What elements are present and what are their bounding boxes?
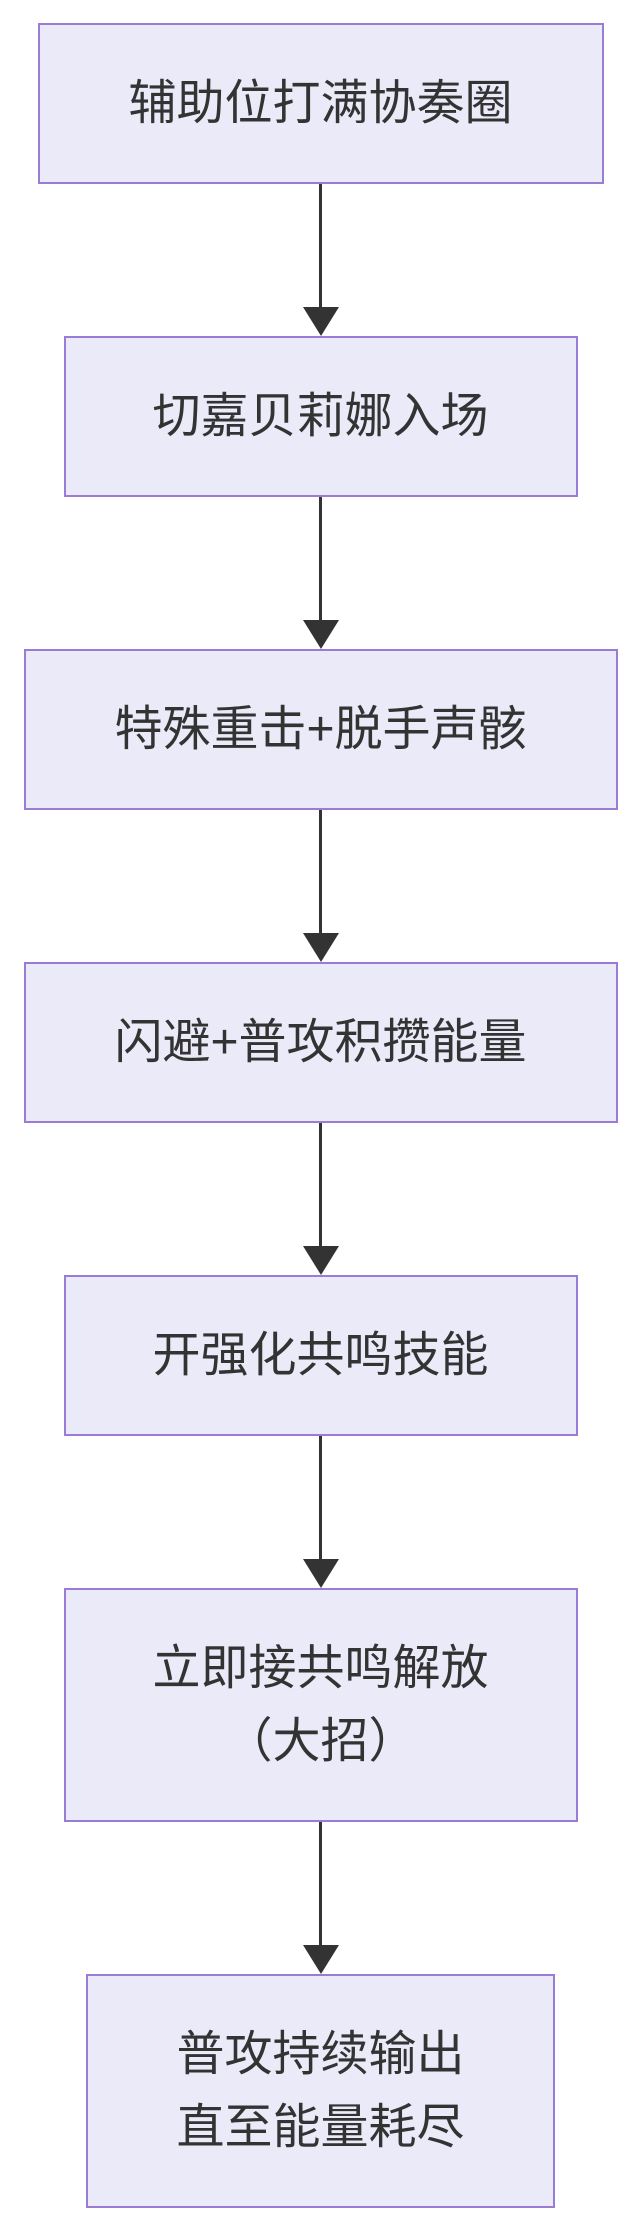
edge-line [319,810,322,934]
arrowhead-down-icon [302,307,339,336]
flow-node-step-5: 开强化共鸣技能 [63,1275,578,1436]
edge-line [319,1436,322,1560]
edge-arrow-6 [302,1822,339,1974]
arrowhead-down-icon [302,1559,339,1588]
edge-line [319,1822,322,1946]
edge-line [319,184,322,308]
arrowhead-down-icon [302,933,339,962]
flow-node-label: 立即接共鸣解放 [152,1642,489,1695]
flow-node-step-4: 闪避+普攻积攒能量 [23,962,618,1123]
arrowhead-down-icon [302,1246,339,1275]
edge-line [319,497,322,621]
flow-node-step-7: 普攻持续输出 直至能量耗尽 [86,1974,555,2208]
edge-arrow-2 [302,497,339,649]
flow-node-step-2: 切嘉贝莉娜入场 [63,336,578,497]
edge-line [319,1123,322,1247]
edge-arrow-4 [302,1123,339,1275]
flow-node-label: 特殊重击+脱手声骸 [114,703,527,756]
flow-node-step-3: 特殊重击+脱手声骸 [23,649,618,810]
arrowhead-down-icon [302,1945,339,1974]
flow-node-label: 普攻持续输出 [176,2028,465,2081]
flow-node-label: 辅助位打满协奏圈 [128,77,513,130]
flow-node-step-6: 立即接共鸣解放 （大招） [63,1588,578,1822]
edge-arrow-5 [302,1436,339,1588]
arrowhead-down-icon [302,620,339,649]
flow-node-label: 闪避+普攻积攒能量 [114,1016,527,1069]
edge-arrow-1 [302,184,339,336]
flow-node-label: （大招） [224,1715,417,1768]
flow-node-label: 直至能量耗尽 [176,2101,465,2154]
flow-node-label: 开强化共鸣技能 [152,1329,489,1382]
edge-arrow-3 [302,810,339,962]
flow-node-step-1: 辅助位打满协奏圈 [37,23,604,184]
flow-node-label: 切嘉贝莉娜入场 [152,390,489,443]
